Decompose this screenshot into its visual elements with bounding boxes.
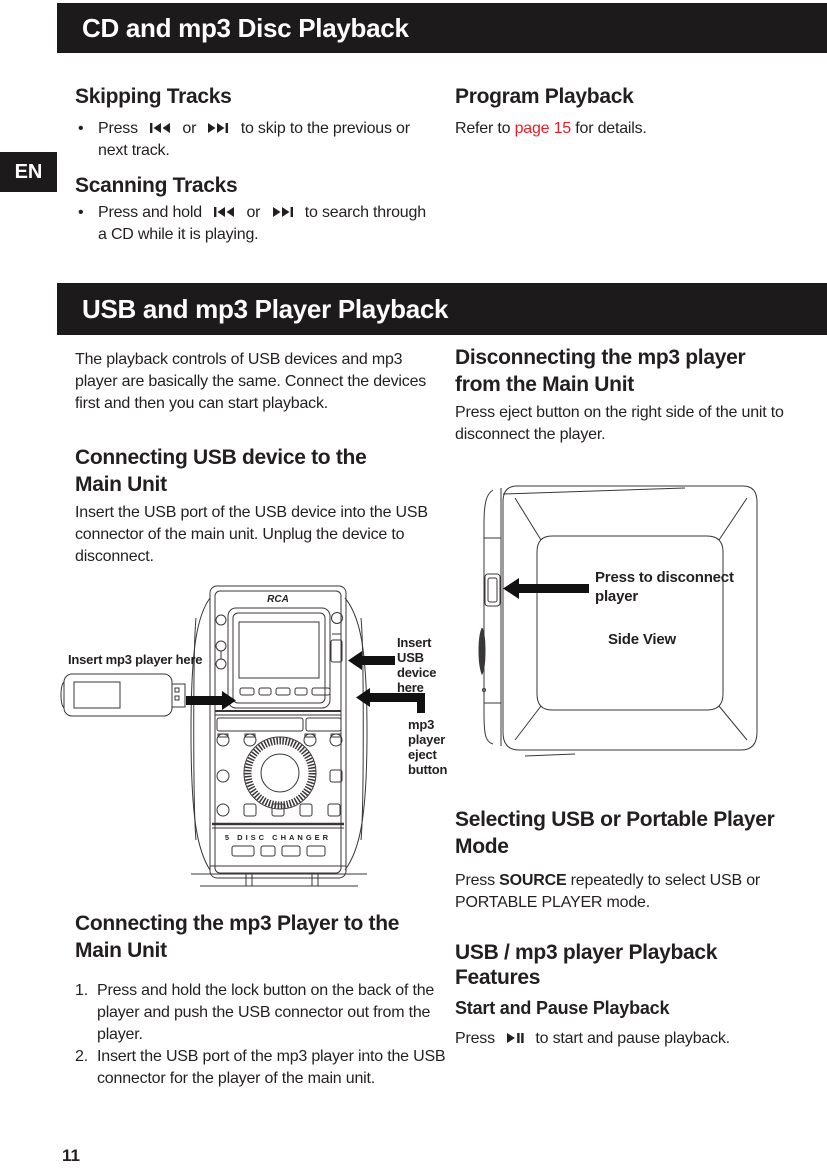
start-pause-heading: Start and Pause Playback [455, 998, 670, 1018]
main-unit-diagram: 5 DISC CHANGER RCA [60, 578, 460, 890]
selecting-rest-text: repeatedly to select USB or PORTABLE PLA… [455, 872, 761, 911]
insert-usb-arrow [361, 656, 395, 665]
eject-arrow-elbow [417, 693, 425, 713]
unit-right-wing [344, 597, 368, 871]
insert-usb-arrow-head [348, 651, 362, 670]
play-pause-icon [506, 1032, 524, 1044]
mp3-dock-slot [216, 717, 304, 732]
eject-button-label: mp3 player eject button [408, 717, 447, 777]
skipping-tracks-text: Press or to skip to the previous or next… [98, 118, 426, 162]
step-item: 1. Press and hold the lock button on the… [75, 980, 447, 1046]
eject-arrow [369, 693, 425, 702]
insert-usb-label-line: Insert [397, 635, 432, 650]
cd-section-title: CD and mp3 Disc Playback [82, 12, 409, 43]
start-pause-rest-text: to start and pause playback. [535, 1030, 730, 1047]
side-view-label: Side View [608, 631, 676, 648]
language-tab: EN [0, 152, 57, 192]
refer-post-text: for details. [571, 120, 647, 137]
skip-back-icon [213, 206, 235, 218]
connecting-mp3-heading: Connecting the mp3 Player to the Main Un… [75, 912, 400, 962]
page-number: 11 [62, 1146, 80, 1165]
program-playback-heading: Program Playback [455, 85, 634, 108]
insert-mp3-arrow [186, 696, 222, 705]
press-disconnect-label: Press to disconnect player [595, 569, 734, 605]
eject-button [484, 573, 501, 607]
insert-mp3-arrow-head [222, 691, 236, 710]
insert-usb-label-line: here [397, 680, 424, 695]
volume-knob [243, 736, 317, 810]
disc-changer-text: 5 DISC CHANGER [225, 833, 331, 842]
usb-port [330, 639, 343, 663]
cd-section-bar: CD and mp3 Disc Playback [57, 3, 827, 53]
insert-usb-label-line: USB [397, 650, 424, 665]
insert-usb-label: Insert USB device here [397, 635, 436, 695]
scanning-tracks-heading: Scanning Tracks [75, 174, 238, 197]
skipping-or-text: or [182, 120, 197, 137]
start-pause-press-text: Press [455, 1030, 495, 1047]
unit-body [209, 585, 347, 879]
page-15-link[interactable]: page 15 [514, 120, 572, 137]
display-bezel [227, 607, 331, 709]
skipping-press-text: Press [98, 120, 138, 137]
insert-mp3-label: Insert mp3 player here [68, 652, 203, 667]
scanning-press-text: Press and hold [98, 204, 202, 221]
program-playback-body: Refer to page 15 for details. [455, 118, 815, 140]
scanning-tracks-text: Press and hold or to search through a CD… [98, 202, 426, 246]
scanning-rest-text: to search through a CD while it is playi… [98, 204, 426, 243]
step-text: Press and hold the lock button on the ba… [97, 982, 435, 1043]
refer-pre-text: Refer to [455, 120, 515, 137]
bullet-icon: • [78, 204, 84, 221]
usb-section-bar: USB and mp3 Player Playback [57, 283, 827, 335]
skipping-rest-text: to skip to the previous or next track. [98, 120, 410, 159]
usb-section-title: USB and mp3 Player Playback [82, 293, 449, 324]
skipping-tracks-bullet: • Press or to skip to the previous or ne… [78, 118, 426, 162]
connecting-usb-heading: Connecting USB device to the Main Unit [75, 446, 367, 496]
source-button-label: SOURCE [499, 872, 567, 889]
side-view-drawing [478, 485, 758, 757]
unit-side-edge [483, 489, 494, 745]
mp3-player-screen [73, 681, 121, 709]
start-pause-body: Press to start and pause playback. [455, 1028, 823, 1050]
side-view-diagram: Press to disconnect player Side View [455, 478, 795, 778]
eject-arrow-head [356, 688, 370, 707]
eject-label-line: button [408, 762, 448, 777]
disconnect-arrow [517, 584, 589, 593]
speaker-outline [502, 485, 758, 751]
step-item: 2. Insert the USB port of the mp3 player… [75, 1046, 447, 1090]
bullet-icon: • [78, 120, 84, 137]
disconnecting-body: Press eject button on the right side of … [455, 404, 784, 443]
scanning-tracks-bullet: • Press and hold or to search through a … [78, 202, 426, 246]
unit-left-wing [190, 597, 211, 871]
insert-usb-label-line: device [397, 665, 437, 680]
usb-intro-paragraph: The playback controls of USB devices and… [75, 351, 427, 412]
side-port [478, 627, 486, 676]
skipping-tracks-heading: Skipping Tracks [75, 85, 232, 108]
skip-back-icon [149, 122, 171, 134]
scanning-or-text: or [246, 204, 261, 221]
display-screen [238, 621, 320, 679]
disconnect-arrow-head [503, 578, 519, 599]
brand-logo: RCA [267, 594, 289, 605]
disconnecting-heading: Disconnecting the mp3 player from the Ma… [455, 346, 746, 396]
mp3-player [63, 673, 173, 717]
eject-label-line: mp3 [408, 717, 435, 732]
power-button [215, 614, 227, 626]
speaker-inner [536, 535, 724, 711]
step-text: Insert the USB port of the mp3 player in… [97, 1048, 446, 1087]
connecting-usb-body: Insert the USB port of the USB device in… [75, 504, 428, 565]
selecting-mode-heading: Selecting USB or Portable Player Mode [455, 808, 775, 858]
selecting-press-text: Press [455, 872, 500, 889]
main-unit-drawing: 5 DISC CHANGER RCA [60, 585, 425, 887]
step-number: 1. [75, 982, 88, 999]
eject-label-line: eject [408, 747, 437, 762]
step-number: 2. [75, 1048, 88, 1065]
mp3-player-usb-connector [171, 683, 186, 708]
skip-forward-icon [272, 206, 294, 218]
eject-label-line: player [408, 732, 446, 747]
selecting-mode-body: Press SOURCE repeatedly to select USB or… [455, 870, 823, 914]
source-button [331, 612, 343, 624]
connecting-mp3-steps: 1. Press and hold the lock button on the… [75, 980, 447, 1090]
playback-features-heading: USB / mp3 player Playback Features [455, 941, 718, 989]
skip-forward-icon [207, 122, 229, 134]
